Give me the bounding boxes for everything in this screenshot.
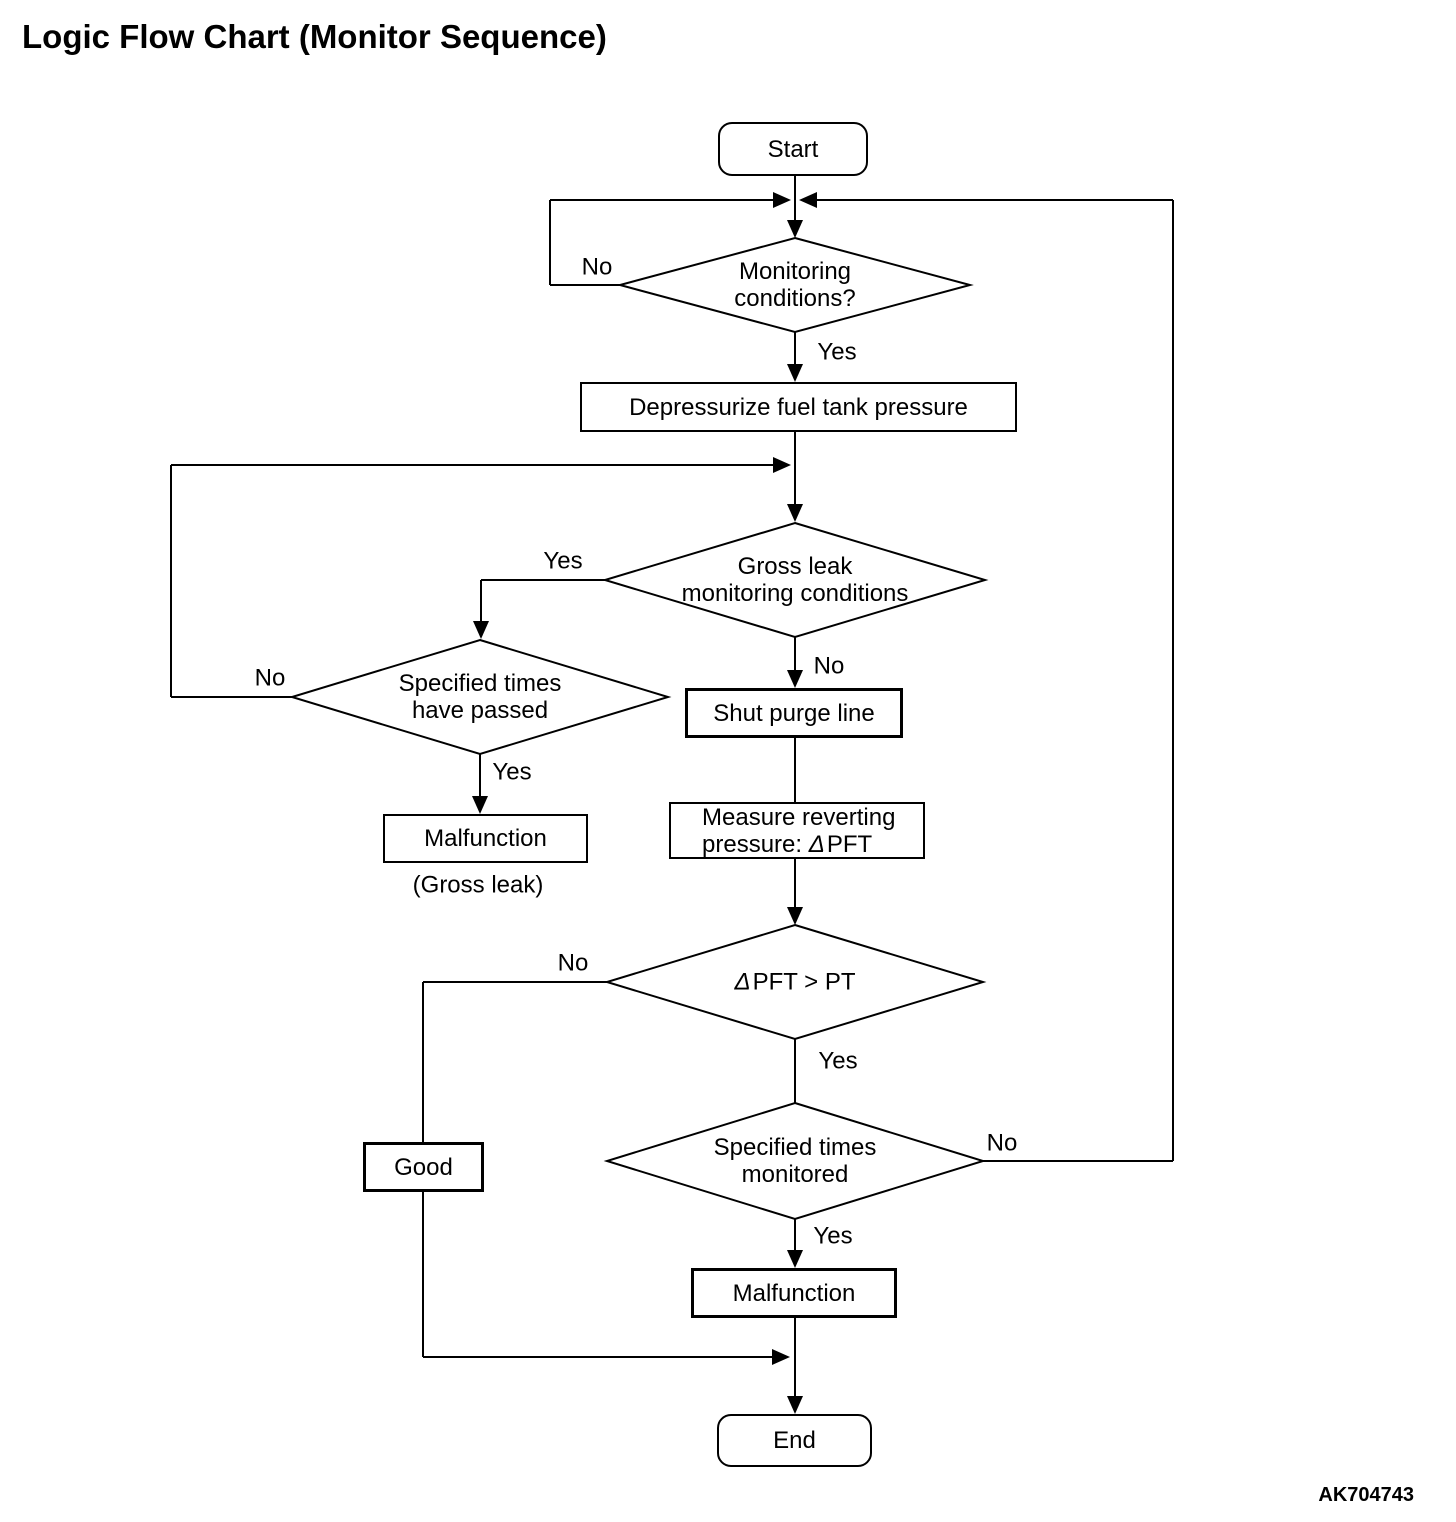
arrowhead-junction1-right: [799, 192, 817, 208]
monitoring-line1: Monitoring: [738, 258, 852, 285]
diamond-specified-monitored-label: Specified times monitored: [714, 1134, 877, 1188]
node-start-label: Start: [767, 135, 819, 163]
diamond-specified-passed-label: Specified times have passed: [399, 670, 562, 724]
measure-line2-suffix: PFT: [826, 830, 873, 858]
measure-line1: Measure reverting: [702, 803, 896, 831]
node-good-label: Good: [394, 1153, 453, 1181]
node-end-label: End: [773, 1427, 816, 1454]
gross-leak-line2: monitoring conditions: [681, 580, 909, 607]
label-specified-passed-yes: Yes: [492, 758, 532, 786]
label-specified-monitored-no: No: [986, 1129, 1018, 1157]
arrowhead-into-specified-passed: [473, 621, 489, 639]
label-specified-passed-no: No: [254, 664, 286, 692]
arrowhead-into-apft: [787, 907, 803, 925]
arrowhead-into-malfunction: [787, 1250, 803, 1268]
arrowhead-into-shut-purge: [787, 670, 803, 688]
diamond-gross-leak-shape: [601, 521, 989, 639]
arrowhead-into-malfunction-gross: [472, 796, 488, 814]
arrowhead-junction3: [772, 1349, 790, 1365]
diamond-apft-shape: [603, 923, 987, 1041]
gross-leak-line1: Gross leak: [737, 553, 853, 580]
node-depressurize: Depressurize fuel tank pressure: [580, 382, 1017, 432]
apft-rest: PFT > PT: [752, 968, 856, 996]
node-malfunction-gross-leak: Malfunction: [383, 814, 588, 863]
label-monitoring-yes: Yes: [817, 338, 857, 366]
monitoring-line2: conditions?: [734, 285, 856, 312]
node-start: Start: [718, 122, 868, 176]
node-shut-purge-line-label: Shut purge line: [713, 699, 875, 727]
node-malfunction-gross-leak-label: Malfunction: [424, 825, 547, 852]
arrowhead-into-depressurize: [787, 364, 803, 382]
diamond-monitoring-label: Monitoring conditions?: [734, 258, 855, 312]
delta-symbol: Δ: [734, 968, 751, 996]
node-malfunction: Malfunction: [691, 1268, 897, 1318]
label-gross-leak-yes: Yes: [543, 547, 583, 575]
diamond-gross-leak-label: Gross leak monitoring conditions: [682, 553, 909, 607]
measure-line2-prefix: pressure:: [702, 830, 809, 858]
arrowhead-junction1-left: [773, 192, 791, 208]
diamond-specified-monitored-shape: [603, 1101, 987, 1221]
node-measure-reverting-pressure: Measure reverting pressure: ΔPFT: [669, 802, 925, 859]
node-good: Good: [363, 1142, 484, 1192]
figure-id: AK704743: [1318, 1484, 1414, 1506]
label-specified-monitored-yes: Yes: [813, 1222, 853, 1250]
label-apft-no: No: [557, 949, 589, 977]
arrowhead-into-monitoring: [787, 220, 803, 238]
measure-line2: pressure: ΔPFT: [702, 831, 895, 858]
specified-passed-line2: have passed: [411, 697, 549, 724]
arrowhead-junction2: [773, 457, 791, 473]
arrowhead-into-end: [787, 1396, 803, 1414]
delta-symbol: Δ: [808, 830, 825, 858]
label-gross-leak-no: No: [813, 652, 845, 680]
page-title: Logic Flow Chart (Monitor Sequence): [22, 18, 607, 55]
node-measure-reverting-pressure-label: Measure reverting pressure: ΔPFT: [702, 804, 895, 858]
label-apft-yes: Yes: [818, 1047, 858, 1075]
specified-passed-line1: Specified times: [398, 670, 562, 697]
node-shut-purge-line: Shut purge line: [685, 688, 903, 738]
diamond-specified-passed-shape: [288, 638, 672, 756]
specified-monitored-line1: Specified times: [713, 1134, 877, 1161]
arrowhead-into-gross-leak: [787, 504, 803, 522]
node-malfunction-label: Malfunction: [732, 1279, 856, 1307]
specified-monitored-line2: monitored: [741, 1161, 849, 1188]
diamond-apft-label: ΔPFT > PT: [734, 969, 855, 996]
node-end: End: [717, 1414, 872, 1467]
caption-gross-leak: (Gross leak): [412, 871, 544, 899]
label-monitoring-no: No: [581, 253, 613, 281]
node-depressurize-label: Depressurize fuel tank pressure: [629, 393, 968, 421]
diamond-monitoring-shape: [616, 236, 974, 334]
